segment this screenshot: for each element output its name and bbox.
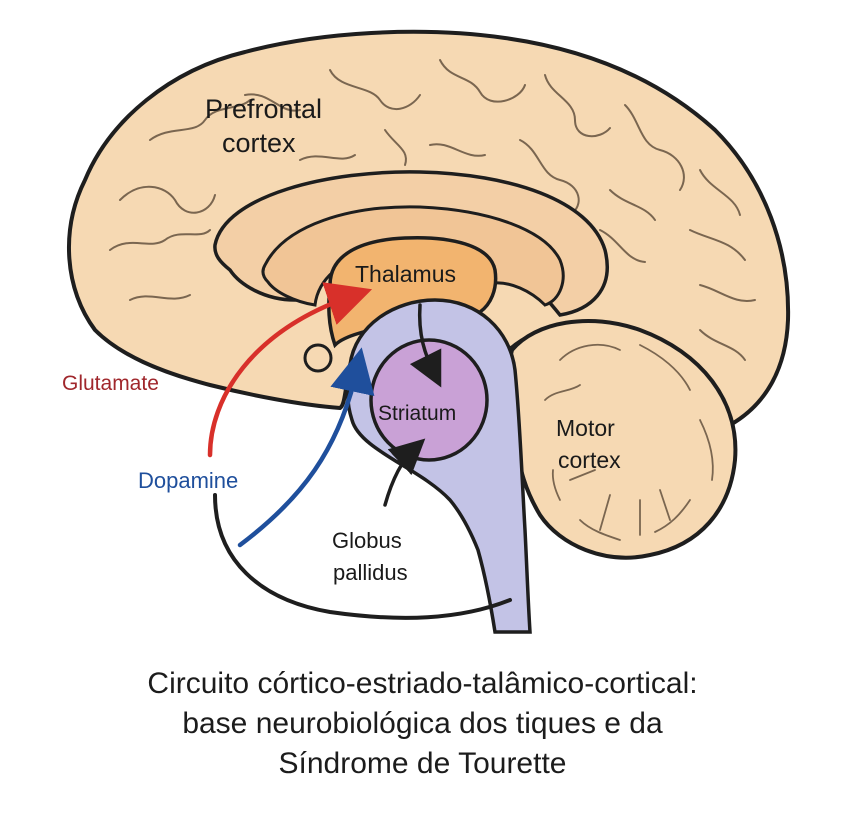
mammillary-body [303,343,333,373]
glutamate-label: Glutamate [62,372,159,395]
prefrontal-cortex-label-line1: Prefrontal [205,94,322,124]
caption-line-2: base neurobiológica dos tiques e da [182,707,663,740]
cortex-gyri [109,59,756,361]
prefrontal-cortex-label-line2: cortex [222,128,296,158]
dopamine-label: Dopamine [138,468,238,493]
caption-line-1: Circuito córtico-estriado-talâmico-corti… [147,667,698,700]
diagram-caption: Circuito córtico-estriado-talâmico-corti… [0,664,845,784]
motor-cortex-label-line2: cortex [558,447,621,473]
globus-pallidus-label-line2: pallidus [333,560,408,585]
dopamine-arrow [237,347,375,548]
striatum-label: Striatum [378,402,456,425]
limbic-ring [261,205,565,307]
caption-line-3: Síndrome de Tourette [278,747,567,780]
motor-cortex-label-line1: Motor [556,415,615,441]
circuit-loop-line [213,493,512,620]
cerebellum-folia [544,343,714,541]
globus-pallidus-label-line1: Globus [332,528,402,553]
globus-pallidus-arrow [383,438,426,507]
striatum-region [369,338,489,462]
glutamate-arrow [207,282,373,458]
thalamus-to-striatum-arrow [409,303,442,388]
thalamus-label: Thalamus [355,261,456,287]
brain-circuit-diagram: Prefrontal cortex Thalamus Striatum Moto… [62,29,791,634]
